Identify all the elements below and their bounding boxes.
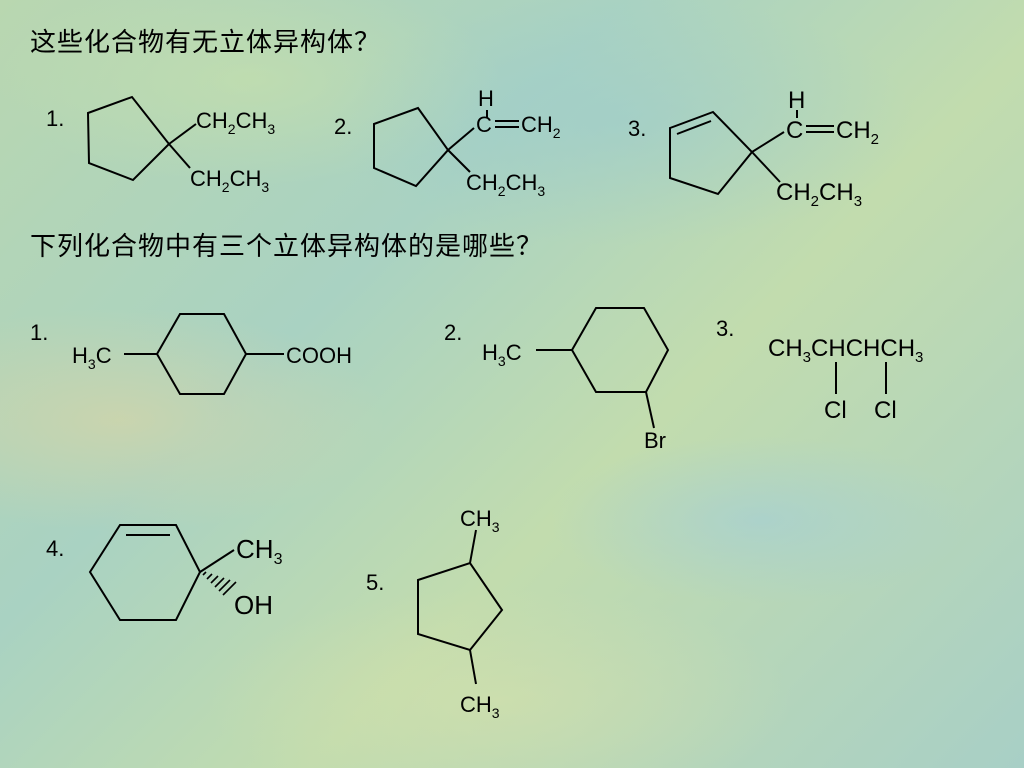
h-a3: H bbox=[788, 87, 805, 114]
svg-text:CH2CH3: CH2CH3 bbox=[776, 179, 862, 210]
ch3-b5-bottom: CH bbox=[460, 692, 492, 717]
ch3-b4: CH bbox=[236, 534, 274, 564]
svg-text:CH3: CH3 bbox=[236, 534, 283, 568]
chain-b3: CH3CHCHCH3 bbox=[768, 335, 923, 366]
svg-text:CH2CH3: CH2CH3 bbox=[196, 108, 275, 137]
svg-text:H3C: H3C bbox=[482, 340, 522, 369]
structure-b1: H3C COOH bbox=[72, 313, 352, 395]
svg-text:CH3: CH3 bbox=[460, 506, 500, 535]
structure-b2: H3C Br bbox=[482, 307, 670, 453]
ch3-b5-top: CH bbox=[460, 506, 492, 531]
structure-a1: CH2CH3 CH2CH3 bbox=[86, 95, 275, 195]
label-b3: 3. bbox=[716, 316, 735, 341]
svg-text:CH3: CH3 bbox=[460, 692, 500, 721]
question-2: 下列化合物中有三个立体异构体的是哪些？ bbox=[30, 232, 544, 262]
ch2-a2-ethyl: CH bbox=[466, 170, 498, 195]
label-b2: 2. bbox=[444, 320, 463, 345]
svg-text:CH2: CH2 bbox=[836, 117, 879, 148]
h3c-b1: H bbox=[72, 343, 88, 368]
ch2-a3-ethyl: CH bbox=[776, 179, 811, 206]
structure-b4: CH3 OH bbox=[88, 524, 283, 621]
svg-text:CH2CH3: CH2CH3 bbox=[466, 170, 545, 199]
structure-a3: H C CH2 CH2CH3 bbox=[669, 87, 879, 210]
structure-b3: CH3CHCHCH3 Cl Cl bbox=[768, 335, 923, 424]
ch2-a2-vinyl: CH bbox=[521, 112, 553, 137]
c-a2: C bbox=[476, 112, 492, 137]
cl-b3-left: Cl bbox=[824, 397, 847, 424]
cl-b3-right: Cl bbox=[874, 397, 897, 424]
label-a2: 2. bbox=[334, 114, 353, 139]
structure-b5: CH3 CH3 bbox=[417, 506, 504, 721]
label-a3: 3. bbox=[628, 116, 647, 141]
label-a1: 1. bbox=[46, 106, 65, 131]
c-a3: C bbox=[786, 117, 803, 144]
svg-text:CH2: CH2 bbox=[521, 112, 561, 141]
br-b2: Br bbox=[644, 428, 666, 453]
ch2-a3-vinyl: CH bbox=[836, 117, 871, 144]
h-a2: H bbox=[478, 86, 494, 111]
h3c-b2: H bbox=[482, 340, 498, 365]
svg-text:CH2CH3: CH2CH3 bbox=[190, 166, 269, 195]
cooh-b1: COOH bbox=[286, 343, 352, 368]
question-1: 这些化合物有无立体异构体？ bbox=[30, 28, 382, 58]
structure-a2: H C CH2 CH2CH3 bbox=[373, 86, 561, 199]
label-b1: 1. bbox=[30, 320, 49, 345]
label-b5: 5. bbox=[366, 570, 385, 595]
label-b4: 4. bbox=[46, 536, 65, 561]
svg-text:H3C: H3C bbox=[72, 343, 112, 372]
ch2-a1-top: CH bbox=[196, 108, 228, 133]
ch2-a1-bottom: CH bbox=[190, 166, 222, 191]
oh-b4: OH bbox=[234, 590, 273, 620]
